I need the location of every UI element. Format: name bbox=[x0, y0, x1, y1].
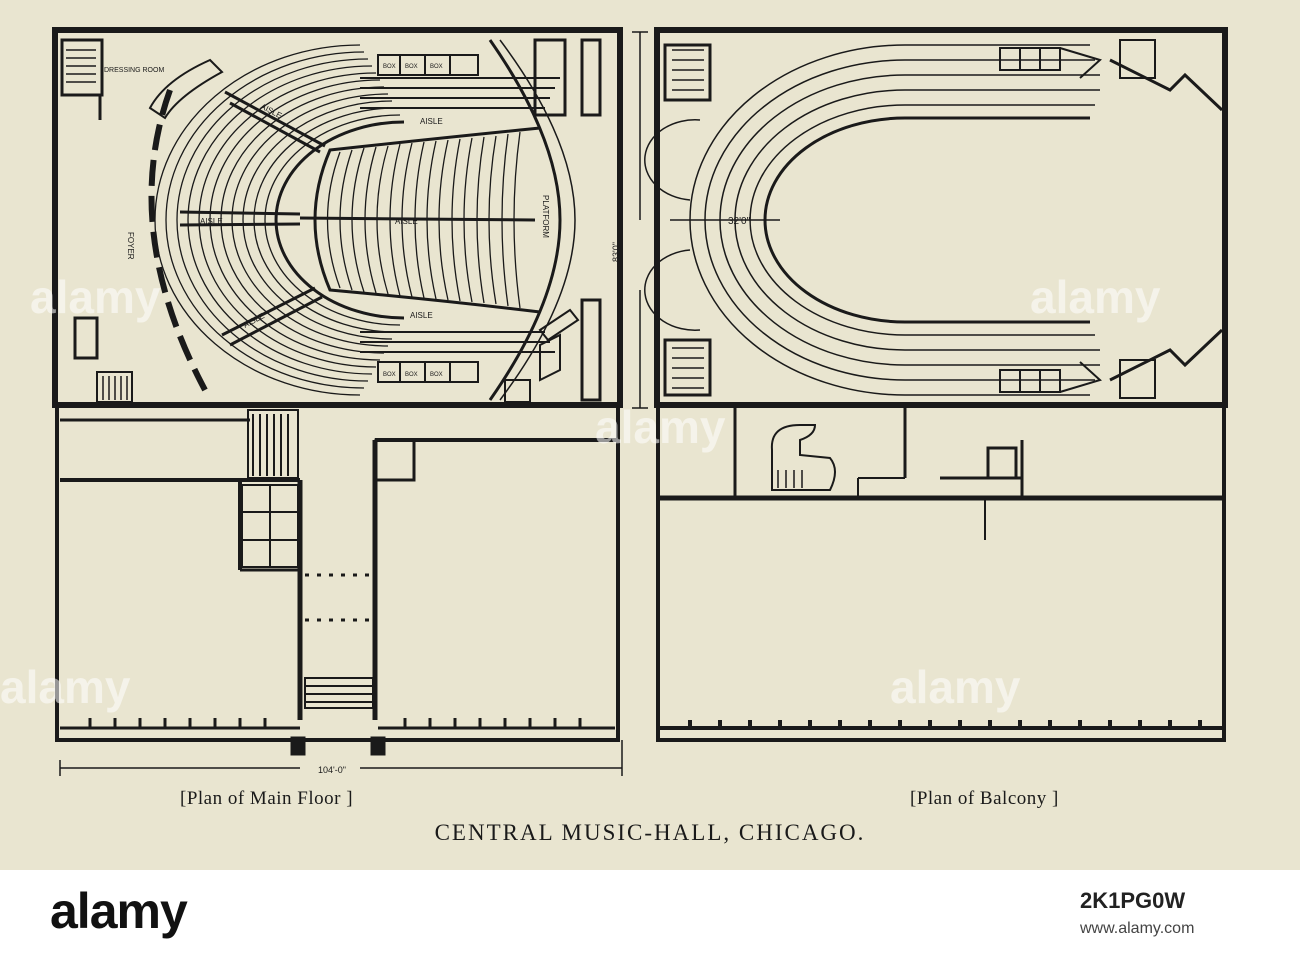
label-box-top-1: BOX bbox=[383, 64, 396, 70]
balcony-plan bbox=[644, 27, 1228, 742]
label-aisle-lower: AISLE bbox=[410, 311, 433, 320]
label-foyer: FOYER bbox=[126, 232, 135, 260]
diagram-title: CENTRAL MUSIC-HALL, CHICAGO. bbox=[434, 820, 866, 845]
main-seating bbox=[154, 44, 405, 396]
label-height-dimension: 83'0" bbox=[611, 242, 621, 262]
plate-background bbox=[0, 0, 1300, 870]
main-stair bbox=[241, 409, 374, 709]
label-aisle-centre: AISLE bbox=[395, 217, 418, 226]
label-box-bottom-2: BOX bbox=[405, 372, 418, 378]
label-platform: PLATFORM bbox=[541, 195, 550, 238]
label-box-bottom-1: BOX bbox=[383, 372, 396, 378]
watermark-brand-logo: alamy bbox=[50, 883, 188, 939]
label-balcony-dimension: 32'0" bbox=[728, 216, 751, 227]
watermark-overlay: alamy bbox=[0, 661, 131, 713]
main-parquet bbox=[299, 126, 541, 314]
label-box-top-3: BOX bbox=[430, 64, 443, 70]
watermark-overlay: alamy bbox=[1030, 271, 1161, 323]
label-box-top-2: BOX bbox=[405, 64, 418, 70]
watermark-overlay: alamy bbox=[595, 401, 726, 453]
watermark-image-id: 2K1PG0W bbox=[1080, 888, 1186, 913]
floor-plans: DRESSING ROOM FOYER AISLE AISLE AISLE AI… bbox=[52, 27, 1228, 776]
watermark-overlay: alamy bbox=[30, 271, 161, 323]
label-box-bottom-3: BOX bbox=[430, 372, 443, 378]
label-dressing-room: DRESSING ROOM bbox=[104, 67, 164, 74]
label-aisle-upper: AISLE bbox=[420, 117, 443, 126]
watermark-footer bbox=[0, 870, 1300, 962]
watermark-overlay: alamy bbox=[890, 661, 1021, 713]
main-floor-caption: [Plan of Main Floor ] bbox=[180, 788, 354, 809]
main-boxes bbox=[360, 54, 560, 383]
balcony-caption: [Plan of Balcony ] bbox=[910, 788, 1059, 809]
main-facade bbox=[60, 718, 615, 756]
label-width-dimension: 104'-0" bbox=[318, 765, 346, 775]
label-aisle-left: AISLE bbox=[200, 217, 223, 226]
watermark-site-url: www.alamy.com bbox=[1080, 920, 1195, 937]
main-floor-plan bbox=[52, 27, 623, 756]
main-dimension-lines bbox=[59, 31, 648, 776]
